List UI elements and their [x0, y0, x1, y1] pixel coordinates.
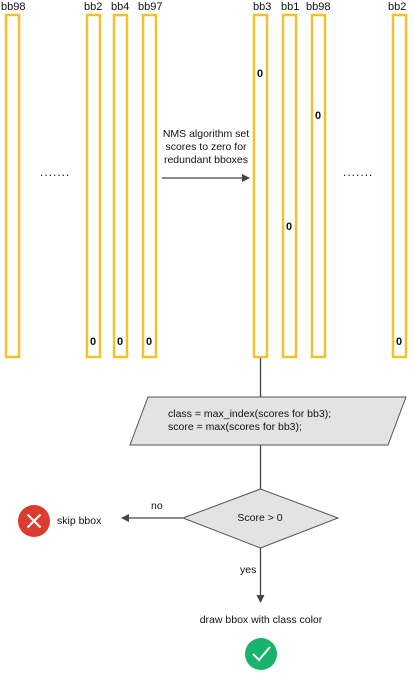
nms-note: NMS algorithm set scores to zero for red…: [150, 128, 262, 167]
right-bar-label: bb3: [253, 1, 272, 13]
close-icon: [18, 505, 50, 537]
process-line: score = max(scores for bb3);: [168, 421, 302, 433]
right-bar-bb1: [281, 13, 298, 359]
nms-note-line: scores to zero for: [165, 141, 247, 153]
decision-diamond: [181, 488, 340, 549]
check-icon: [245, 638, 277, 670]
no-label: no: [151, 500, 163, 512]
right-bar-label: bb1: [281, 1, 300, 13]
right-bar-score: 0: [315, 110, 322, 122]
skip-label: skip bbox: [57, 515, 102, 527]
left-bar-score: 0: [117, 336, 124, 348]
left-bar-bb97: [141, 13, 158, 359]
process-text: class = max_index(scores for bb3); score…: [168, 408, 331, 434]
yes-label: yes: [240, 564, 257, 576]
left-bar-score: 0: [90, 336, 97, 348]
process-box: [129, 396, 407, 446]
right-bar-label: bb98: [306, 1, 331, 13]
left-bar-score: 0: [146, 336, 153, 348]
draw-label: draw bbox with class color: [199, 614, 323, 626]
left-bar-label: bb98: [1, 1, 26, 13]
right-bar-score: 0: [257, 68, 264, 80]
left-bar-label: bb4: [111, 1, 130, 13]
left-bar-label: bb2: [84, 1, 103, 13]
right-bar-score: 0: [286, 221, 293, 233]
left-bar-bb98: [4, 13, 21, 359]
right-bar-bb3: [252, 13, 269, 359]
nms-note-line: NMS algorithm set: [162, 128, 250, 140]
right-bar-label: bb2: [388, 1, 407, 13]
right-bar-bb2: [391, 13, 408, 359]
decision-text: Score > 0: [237, 512, 283, 524]
left-bar-bb2: [85, 13, 102, 359]
process-line: class = max_index(scores for bb3);: [168, 408, 332, 420]
right-ellipsis: .......: [343, 165, 374, 179]
left-ellipsis: .......: [40, 165, 71, 179]
nms-note-line: redundant bboxes: [163, 154, 249, 166]
right-bar-bb98: [310, 13, 327, 359]
left-bar-label: bb97: [138, 1, 163, 13]
left-bar-bb4: [112, 13, 129, 359]
right-bar-score: 0: [396, 336, 403, 348]
